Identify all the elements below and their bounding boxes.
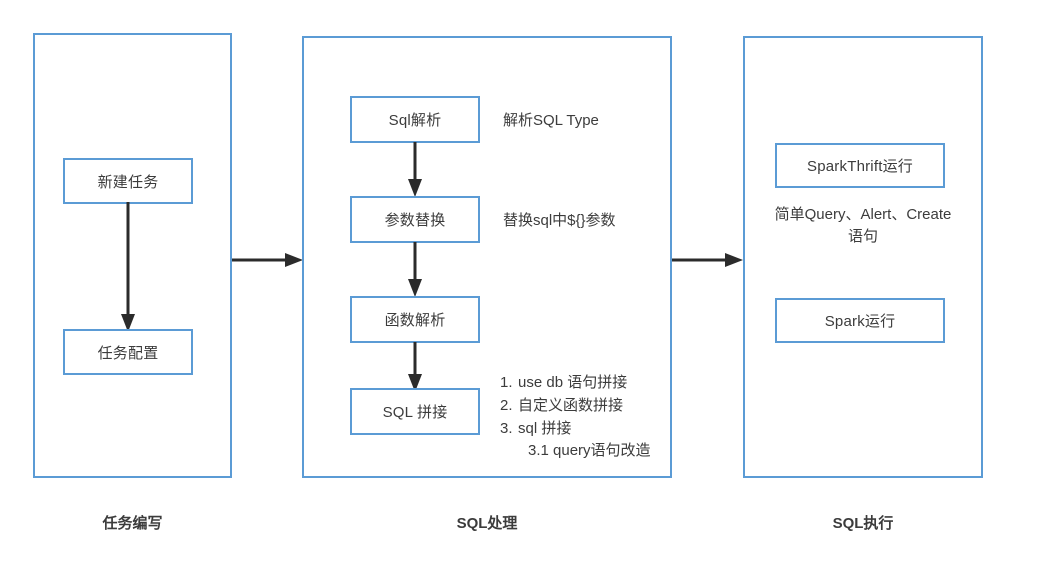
stage-task-authoring [33, 33, 232, 478]
list-item: 1. use db 语句拼接 [500, 372, 651, 395]
node-sql-parse[interactable]: Sql解析 [350, 96, 480, 143]
node-function-parse-label: 函数解析 [384, 312, 446, 329]
node-param-replace-label: 参数替换 [384, 212, 446, 229]
node-spark-thrift-run[interactable]: SparkThrift运行 [775, 143, 945, 188]
node-spark-run-label: Spark运行 [824, 313, 896, 330]
note-sql-execution: 简单Query、Alert、Create 语句 [748, 204, 978, 248]
list-item-text: use db 语句拼接 [518, 374, 628, 391]
stage-sql-execution [743, 36, 983, 478]
node-spark-run[interactable]: Spark运行 [775, 298, 945, 343]
node-sql-concat[interactable]: SQL 拼接 [350, 388, 480, 435]
arrow-stage1-to-stage2 [232, 253, 303, 267]
list-item-number: 3. [500, 419, 513, 437]
note-sql-concat-steps: 1. use db 语句拼接 2. 自定义函数拼接 3. sql 拼接 3.1 que… [500, 372, 651, 463]
note-sql-parse: 解析SQL Type [503, 112, 599, 129]
list-item-text: 自定义函数拼接 [518, 396, 624, 414]
node-sql-concat-label: SQL 拼接 [382, 404, 448, 421]
arrow-stage2-to-stage3 [672, 253, 743, 267]
node-task-config[interactable]: 任务配置 [63, 329, 193, 375]
note-param-replace: 替换sql中${}参数 [503, 212, 616, 229]
node-function-parse[interactable]: 函数解析 [350, 296, 480, 343]
list-item-text: sql 拼接 [518, 419, 572, 437]
node-spark-thrift-run-label: SparkThrift运行 [807, 158, 913, 175]
node-param-replace[interactable]: 参数替换 [350, 196, 480, 243]
node-new-task[interactable]: 新建任务 [63, 158, 193, 204]
stage-caption-sql-processing: SQL处理 [456, 515, 518, 532]
stage-caption-task-authoring: 任务编写 [102, 515, 163, 532]
stage-caption-sql-execution: SQL执行 [832, 515, 894, 532]
list-item: 2. 自定义函数拼接 [500, 395, 651, 418]
list-item-number: 1. [500, 374, 513, 391]
list-item: 3. sql 拼接 [500, 418, 651, 441]
list-item-number: 2. [500, 396, 513, 414]
note-line-1: 简单Query、Alert、Create [774, 206, 952, 223]
node-new-task-label: 新建任务 [97, 173, 159, 191]
node-sql-parse-label: Sql解析 [388, 112, 442, 129]
node-task-config-label: 任务配置 [97, 344, 159, 362]
note-line-2: 语句 [847, 227, 878, 245]
list-substep: 3.1 query语句改造 [528, 442, 651, 460]
